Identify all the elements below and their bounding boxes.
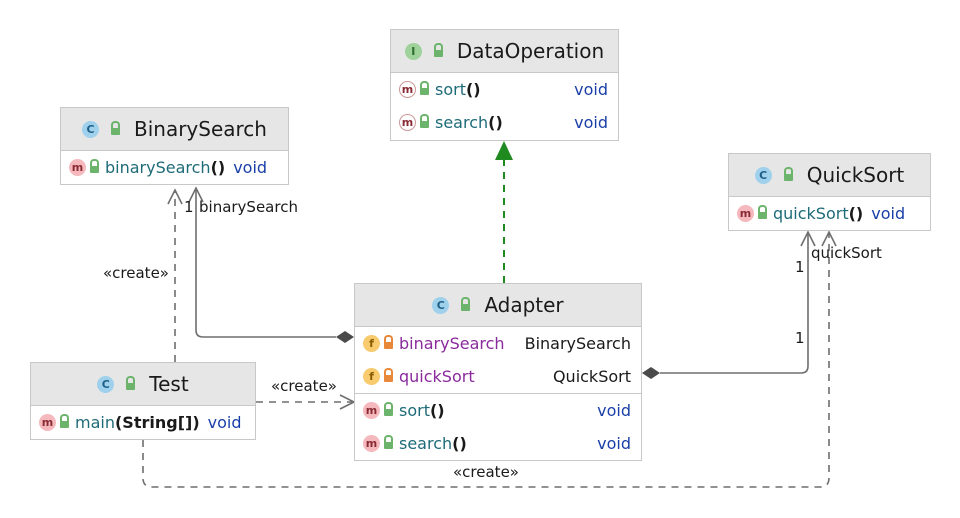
field-type: BinarySearch [524, 334, 631, 353]
method-row[interactable]: m sort() void [355, 393, 641, 427]
field-icon: f [363, 368, 380, 385]
quicksort-multiplicity-top: 1 [795, 258, 805, 276]
method-name: quickSort [773, 204, 849, 223]
method-name: search [399, 434, 453, 453]
public-lock-icon [461, 296, 471, 311]
method-row[interactable]: m main(String[]) void [31, 406, 255, 439]
class-icon: C [82, 120, 99, 138]
runnable-class-icon: C [97, 375, 115, 393]
method-row[interactable]: m binarySearch() void [61, 151, 288, 184]
class-name: BinarySearch [134, 117, 267, 141]
field-row[interactable]: f binarySearch BinarySearch [355, 327, 641, 360]
method-return-type: void [871, 204, 906, 223]
class-name: Adapter [484, 293, 564, 317]
field-name: quickSort [399, 367, 475, 386]
public-lock-icon [111, 120, 120, 135]
public-lock-icon [433, 42, 443, 57]
class-header: I DataOperation [391, 30, 618, 73]
method-name: search [435, 113, 489, 132]
method-name: sort [435, 80, 466, 99]
static-method-icon: m [39, 414, 56, 431]
method-params: () [488, 113, 503, 132]
method-params: () [429, 401, 445, 420]
class-icon: C [432, 296, 450, 314]
method-icon: m [363, 435, 380, 452]
method-return-type: void [597, 401, 631, 420]
composition-edge-quicksort [660, 234, 809, 374]
dependency-edge-test-quicksort [142, 234, 830, 488]
binarysearch-multiplicity: 1 [184, 198, 194, 216]
method-name: main [75, 413, 115, 432]
dependency-arrow-quicksort [821, 230, 837, 247]
class-binarysearch[interactable]: C BinarySearch m binarySearch() void [60, 107, 289, 185]
class-header: C QuickSort [729, 154, 930, 197]
interface-icon: I [404, 42, 422, 60]
public-lock-icon [783, 166, 793, 181]
method-name: binarySearch [105, 158, 211, 177]
method-name: sort [399, 401, 430, 420]
private-lock-icon [384, 368, 393, 382]
realization-arrowhead [495, 141, 513, 160]
create-label-test-binarysearch: «create» [103, 264, 169, 282]
method-row[interactable]: m quickSort() void [729, 197, 930, 230]
public-lock-icon [126, 375, 136, 390]
quicksort-multiplicity-bottom: 1 [795, 329, 805, 347]
public-lock-icon [60, 414, 69, 428]
class-icon: C [754, 166, 772, 184]
composition-edge-binarysearch [195, 190, 336, 338]
class-name: Test [149, 372, 189, 396]
class-header: C Test [31, 363, 255, 406]
field-name: binarySearch [399, 334, 505, 353]
method-icon: m [737, 205, 754, 222]
method-return-type: void [574, 80, 608, 99]
method-params: (String[]) [114, 413, 200, 432]
field-type: QuickSort [552, 367, 631, 386]
method-return-type: void [597, 434, 631, 453]
abstract-method-icon: m [399, 81, 416, 98]
class-name: DataOperation [456, 39, 605, 63]
create-label-test-adapter: «create» [271, 377, 337, 395]
private-lock-icon [384, 335, 393, 349]
method-row[interactable]: m search() void [355, 427, 641, 460]
abstract-method-icon: m [399, 114, 416, 131]
method-icon: m [363, 402, 380, 419]
class-test[interactable]: C Test m main(String[]) void [30, 362, 256, 440]
method-return-type: void [207, 413, 242, 432]
method-return-type: void [574, 113, 608, 132]
field-row[interactable]: f quickSort QuickSort [355, 360, 641, 393]
create-label-test-quicksort: «create» [453, 463, 519, 481]
public-lock-icon [420, 114, 429, 128]
quicksort-open-arrow [800, 230, 816, 247]
composition-diamond-quicksort [642, 367, 660, 379]
method-params: () [210, 158, 226, 177]
binarysearch-role-label: binarySearch [199, 198, 298, 216]
method-row[interactable]: m sort() void [391, 73, 618, 106]
class-adapter[interactable]: C Adapter f binarySearch BinarySearch f … [354, 283, 642, 461]
dependency-arrow-binarysearch [167, 188, 183, 205]
quicksort-role-label: quickSort [811, 244, 882, 262]
class-header: C BinarySearch [61, 108, 288, 151]
method-params: () [465, 80, 481, 99]
public-lock-icon [90, 159, 99, 173]
method-params: () [452, 434, 467, 453]
class-dataoperation[interactable]: I DataOperation m sort() void m search()… [390, 29, 619, 141]
class-name: QuickSort [806, 163, 905, 187]
public-lock-icon [758, 205, 767, 219]
public-lock-icon [384, 402, 393, 416]
binarysearch-open-arrow [188, 186, 204, 203]
method-params: () [848, 204, 864, 223]
public-lock-icon [384, 435, 393, 449]
method-return-type: void [233, 158, 268, 177]
method-row[interactable]: m search() void [391, 106, 618, 139]
class-header: C Adapter [355, 284, 641, 327]
method-icon: m [69, 159, 86, 176]
field-icon: f [363, 335, 380, 352]
composition-diamond-binarysearch [336, 331, 354, 343]
public-lock-icon [420, 81, 429, 95]
class-quicksort[interactable]: C QuickSort m quickSort() void [728, 153, 931, 231]
